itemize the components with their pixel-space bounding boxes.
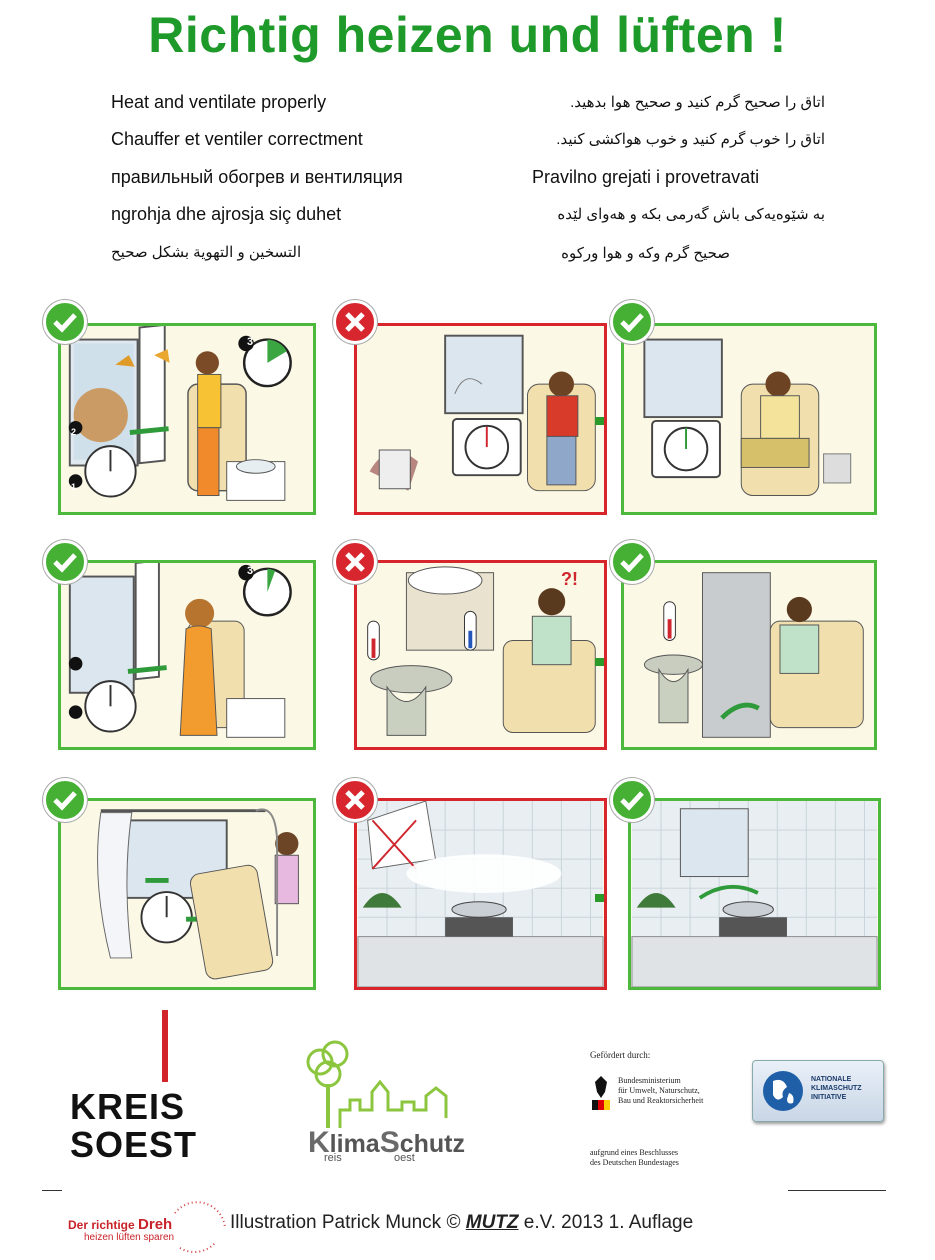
illustration-mold-monster (367, 566, 596, 736)
checkmark-icon (610, 540, 654, 584)
klimaschutz-wordmark: KlimaSchutz (308, 1126, 465, 1160)
globe-icon (763, 1071, 803, 1111)
illustration-kitchen-closed-window (357, 801, 604, 987)
phrase-kurdish: به شێوەیەکی باش گەرمی بکە و هەوای لێدە (557, 206, 825, 223)
dial-dots-icon (174, 1201, 226, 1253)
logo-bmu: Gefördert durch: Bundesministerium für U… (590, 1050, 740, 1170)
klimaschutz-oest: oest (394, 1152, 415, 1164)
panel-row2-bad-mold: ?! (354, 560, 607, 750)
arrow-right-icon (595, 653, 604, 671)
klimaschutz-chutz: chutz (399, 1130, 465, 1158)
panel-row2-good-airing: 3 (58, 560, 316, 750)
footer-text-before: Illustration Patrick Munck © (230, 1212, 466, 1233)
divider-left (42, 1190, 62, 1191)
illustration-open-window-airing (68, 326, 286, 501)
footer-text-after: e.V. 2013 1. Auflage (518, 1212, 694, 1233)
logo-klimaschutz: KlimaSchutz reis oest (290, 1040, 490, 1170)
bmu-line: für Umwelt, Naturschutz, (618, 1086, 700, 1095)
panel-row2-good-door-open (621, 560, 877, 750)
phrase-arabic: التسخين و التهوية بشكل صحيح (111, 244, 302, 261)
illustration-kitchen-open-window (631, 801, 878, 987)
illustration-warm-room (643, 338, 852, 497)
panel-row1-good-airing: 3 1 2 (58, 323, 316, 515)
kreis-soest-line2: SOEST (70, 1124, 198, 1165)
phrase-dari: اتاق را خوب گرم کنید و خوب هواکشی کنید. (556, 131, 825, 148)
cross-icon (333, 300, 377, 344)
panel-row3-good-kitchen (628, 798, 881, 990)
illustration-closed-window-cold (369, 334, 596, 492)
nki-line: NATIONALE (811, 1076, 852, 1083)
phrase-french: Chauffer et ventiler correctment (111, 129, 363, 149)
phrase-pashto: صحیح گرم وکه و هوا ورکوه (561, 245, 730, 262)
phrase-serbian: Pravilno grejati i provetravati (532, 167, 760, 187)
panel-row1-good-warm-room (621, 323, 877, 515)
illustration-mold-leaving (643, 572, 864, 738)
page-title: Richtig heizen und lüften ! (148, 7, 787, 63)
phrase-farsi: اتاق را صحیح گرم کنید و صحیح هوا بدهید. (570, 94, 825, 111)
dreh-text-a: Der richtige (68, 1218, 139, 1232)
nki-line: KLIMASCHUTZ (811, 1085, 862, 1092)
checkmark-icon (610, 778, 654, 822)
checkmark-icon (610, 300, 654, 344)
timer-number: 3 (247, 336, 254, 348)
phrase-russian: правильный обогрев и вентиляция (111, 167, 403, 187)
checkmark-icon (43, 778, 87, 822)
dreh-subtitle: heizen lüften sparen (84, 1232, 175, 1243)
divider-right (788, 1190, 886, 1191)
arrow-right-icon (595, 412, 604, 430)
klimaschutz-lima: lima (329, 1130, 380, 1158)
surprise-text: ?! (561, 569, 578, 589)
step-number-2: 2 (71, 427, 77, 437)
logo-kreis-soest: KREIS SOEST (70, 1010, 210, 1170)
panel-row1-bad-cold-room (354, 323, 607, 515)
bmu-line: Bundesministerium (618, 1076, 681, 1085)
panel-row3-bad-kitchen (354, 798, 607, 990)
mutz-logo: MUTZ (465, 1212, 519, 1233)
step-number-1: 1 (71, 482, 77, 492)
illustration-free-radiator (97, 808, 299, 980)
dreh-text-b: Dreh (138, 1216, 173, 1233)
arrow-right-icon (595, 889, 604, 907)
logo-der-richtige-dreh: Der richtige Dreh heizen lüften sparen (60, 1198, 226, 1253)
checkmark-icon (43, 300, 87, 344)
german-eagle-icon (592, 1074, 610, 1110)
bmu-note: des Deutschen Bundestages (590, 1158, 679, 1167)
klimaschutz-s: S (379, 1126, 400, 1159)
bmu-note: aufgrund eines Beschlusses (590, 1148, 678, 1157)
phrase-english: Heat and ventilate properly (111, 92, 327, 112)
klimaschutz-reis: reis (324, 1152, 342, 1164)
footer-credit: Illustration Patrick Munck © MUTZ e.V. 2… (230, 1212, 693, 1234)
phrase-albanian: ngrohja dhe ajrosja siç duhet (111, 204, 342, 224)
bmu-heading: Gefördert durch: (590, 1050, 651, 1060)
nki-line: INITIATIVE (811, 1094, 847, 1101)
klimaschutz-skyline-icon (306, 1040, 448, 1128)
cross-icon (333, 778, 377, 822)
illustration-woman-airing (68, 563, 292, 738)
logo-nki: NATIONALE KLIMASCHUTZ INITIATIVE (752, 1060, 884, 1122)
cross-icon (333, 540, 377, 584)
bmu-line: Bau und Reaktorsicherheit (618, 1096, 704, 1105)
klimaschutz-k: K (308, 1126, 330, 1159)
kreis-soest-line1: KREIS (70, 1086, 186, 1127)
timer-number: 3 (247, 565, 254, 577)
panel-row3-good-furniture (58, 798, 316, 990)
checkmark-icon (43, 540, 87, 584)
kreis-soest-bar (162, 1010, 168, 1082)
